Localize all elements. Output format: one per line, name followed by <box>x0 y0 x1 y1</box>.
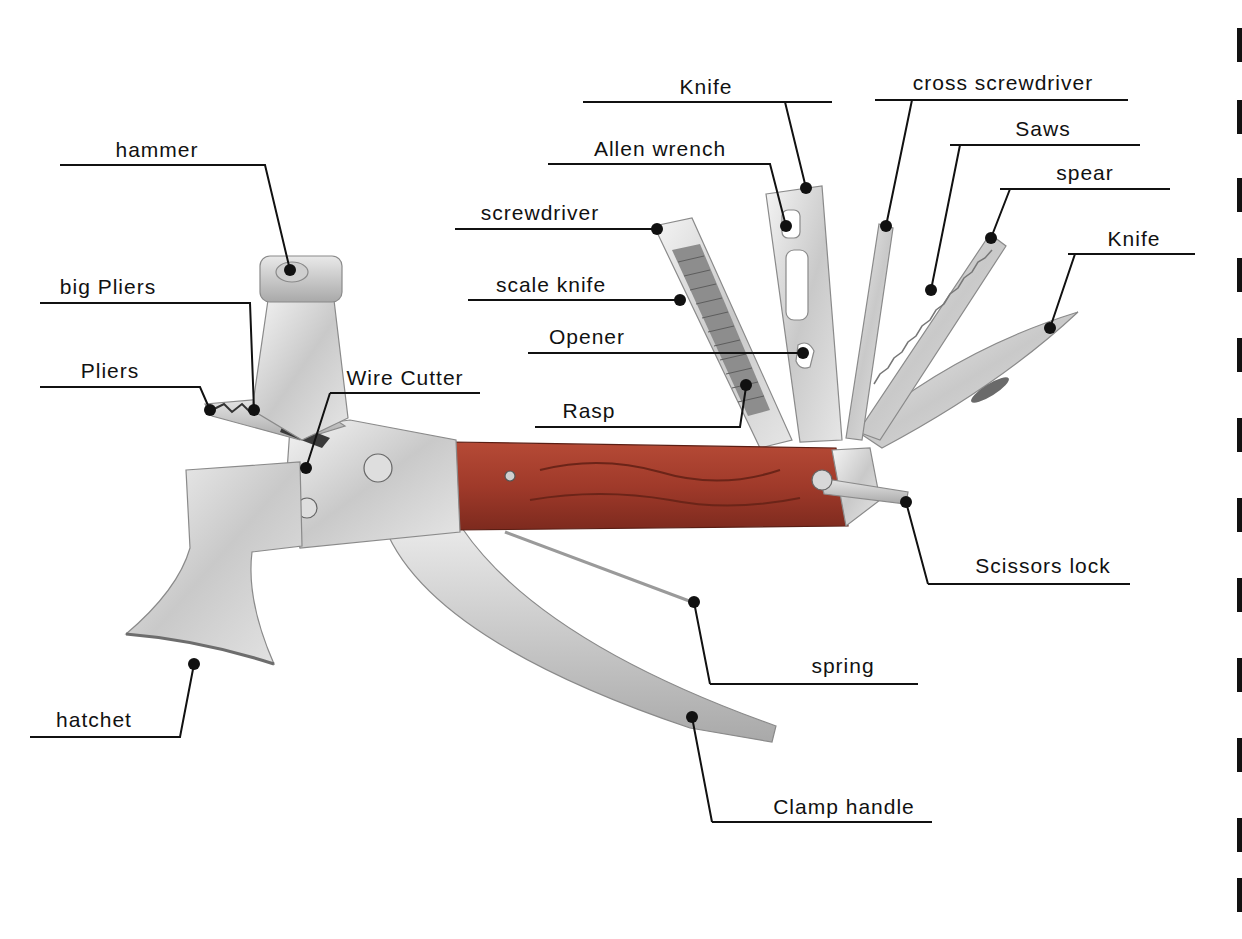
part-label: cross screwdriver <box>913 72 1093 93</box>
part-label: Wire Cutter <box>346 367 463 388</box>
cropped-edge-marks <box>1237 28 1242 912</box>
part-label: Rasp <box>562 400 615 421</box>
part-label: spear <box>1056 162 1114 183</box>
part-label: Knife <box>1108 228 1161 249</box>
part-label: Opener <box>549 326 625 347</box>
part-label: scale knife <box>496 274 606 295</box>
part-label: spring <box>811 655 874 676</box>
part-label: Scissors lock <box>975 555 1111 576</box>
leader-lines <box>30 100 1195 822</box>
part-label: Saws <box>1015 118 1070 139</box>
part-label: Clamp handle <box>773 796 915 817</box>
leader-dots <box>188 182 1056 723</box>
part-label: big Pliers <box>60 276 156 297</box>
part-label: Knife <box>680 76 733 97</box>
part-label: Pliers <box>81 360 140 381</box>
part-label: hatchet <box>56 709 132 730</box>
part-label: screwdriver <box>481 202 599 223</box>
part-label: Allen wrench <box>594 138 726 159</box>
part-label: hammer <box>115 139 198 160</box>
